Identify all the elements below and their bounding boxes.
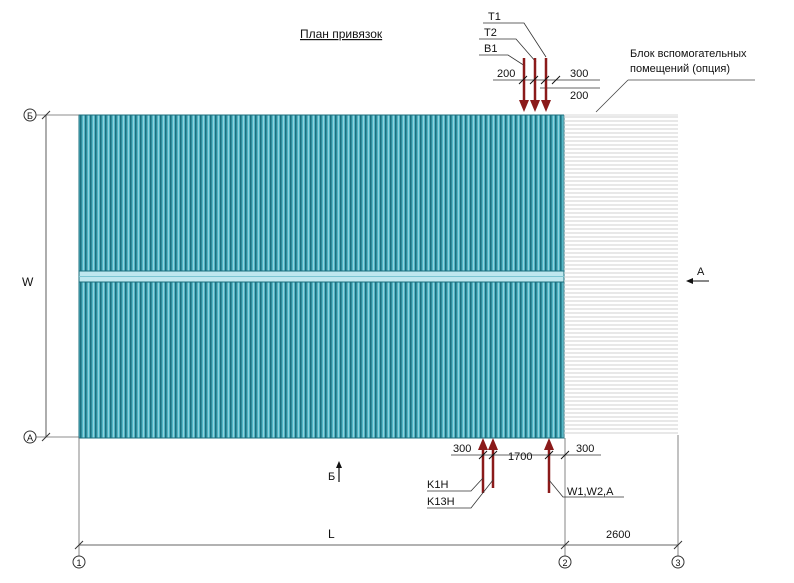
svg-text:L: L	[328, 527, 335, 541]
axis-marker-col-1: 1	[72, 555, 86, 569]
svg-text:Б: Б	[328, 471, 335, 483]
inlet-label-t2: T2	[484, 27, 497, 39]
view-marker-side: A	[686, 266, 709, 284]
annex-label-line1: Блок вспомогательных	[630, 48, 747, 60]
main-building	[78, 114, 565, 439]
svg-text:300: 300	[570, 68, 588, 80]
svg-text:1700: 1700	[508, 451, 532, 463]
dimension-width: W	[22, 110, 51, 442]
outlet-label-k13h: K13H	[427, 496, 455, 508]
svg-text:300: 300	[576, 443, 594, 455]
axis-marker-col-3: 3	[671, 555, 685, 569]
inlet-label-b1: B1	[484, 43, 497, 55]
outlet-label-w1-w2-a: W1,W2,A	[567, 486, 614, 498]
dimension-length: L 2600	[74, 527, 683, 550]
inlet-label-t1: T1	[488, 11, 501, 23]
annex-leader	[595, 79, 629, 113]
dimension-annex-length: 2600	[606, 529, 630, 541]
svg-text:2: 2	[562, 558, 567, 568]
svg-text:W: W	[22, 275, 34, 289]
svg-text:300: 300	[453, 443, 471, 455]
svg-text:1: 1	[76, 558, 81, 568]
axis-marker-row-bottom: А	[23, 430, 37, 444]
axis-marker-row-top: Б	[23, 108, 37, 122]
top-inlets: T1 T2 B1 200 300 200	[479, 11, 600, 112]
svg-text:200: 200	[570, 90, 588, 102]
svg-text:200: 200	[497, 68, 515, 80]
axis-marker-col-2: 2	[558, 555, 572, 569]
view-marker-front: Б	[328, 461, 342, 483]
svg-text:А: А	[27, 433, 33, 443]
annex-label-line2: помещений (опция)	[630, 63, 730, 75]
outlet-label-k1h: K1H	[427, 479, 448, 491]
annex-block	[564, 114, 678, 435]
svg-text:3: 3	[675, 558, 680, 568]
drawing-title: План привязок	[300, 27, 383, 41]
svg-text:Б: Б	[27, 111, 33, 121]
bottom-outlets: 300 1700 300 K1H K13H W1,W2,A	[427, 438, 624, 509]
svg-text:A: A	[697, 266, 705, 278]
